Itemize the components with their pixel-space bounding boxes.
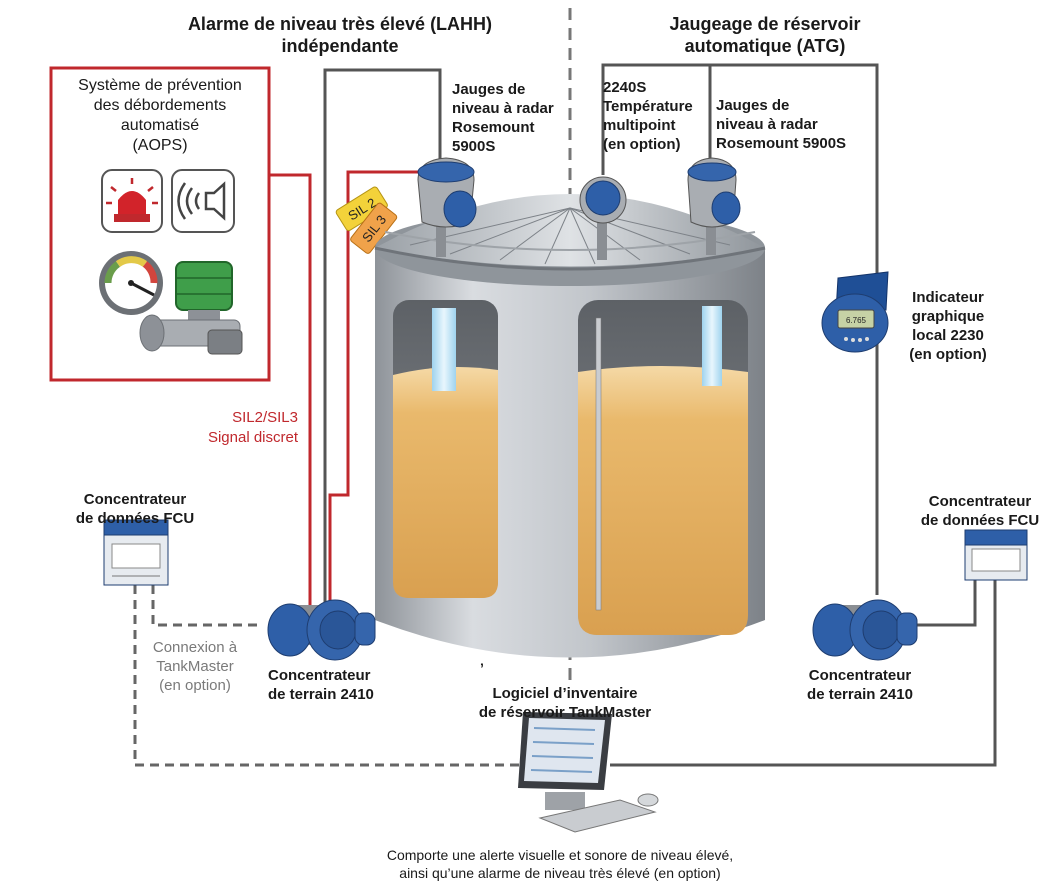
fcu-left-label: Concentrateur de données FCU	[75, 491, 195, 527]
local-display-2230: 6.765	[821, 271, 889, 353]
field-hub-right-label: Concentrateur de terrain 2410	[807, 667, 913, 703]
title-lahh: Alarme de niveau très élevé (LAHH) indép…	[187, 14, 493, 56]
radar-gauge-left	[417, 157, 477, 257]
sil-signal-label: SIL2/SIL3 Signal discret	[207, 409, 298, 446]
radar-beam-right	[702, 306, 722, 386]
temp-multipoint-label: 2240S Température multipoint (en option)	[603, 79, 693, 153]
fcu-right-label: Concentrateur de données FCU	[920, 493, 1040, 529]
tankmaster-dashed-link	[133, 585, 525, 767]
field-hub-right	[812, 599, 918, 661]
tankmaster-connection-label: Connexion à TankMaster (en option)	[152, 639, 238, 694]
gauge-right-label: Jauges de niveau à radar Rosemount 5900S	[716, 97, 847, 152]
fcu-right	[964, 529, 1028, 581]
pressure-gauge-icon	[99, 251, 163, 315]
field-hub-left-label: Concentrateur de terrain 2410	[268, 667, 374, 703]
radar-gauge-right	[687, 157, 741, 255]
alarm-light-icon	[101, 169, 163, 233]
radar-beam-left	[432, 308, 456, 391]
temperature-transmitter	[579, 176, 627, 260]
field-hub-left	[267, 599, 376, 661]
fcu-left	[103, 519, 169, 586]
control-valve-icon	[139, 261, 243, 355]
footer-caption: Comporte une alerte visuelle et sonore d…	[386, 847, 734, 881]
speaker-icon	[171, 169, 235, 233]
gauge-left-label: Jauges de niveau à radar Rosemount 5900S	[452, 81, 554, 155]
aops-title: Système de prévention des débordements a…	[78, 77, 242, 154]
stray-mark: ’	[480, 660, 484, 676]
sil3-tag	[350, 202, 398, 254]
display-reading: 6.765	[846, 316, 867, 325]
temperature-probe	[595, 317, 602, 611]
title-atg: Jaugeage de réservoir automatique (ATG)	[669, 14, 861, 56]
software-label: Logiciel d’inventaire de réservoir TankM…	[478, 685, 652, 721]
storage-tank	[374, 194, 766, 658]
tankmaster-workstation	[518, 712, 659, 833]
local-display-label: Indicateur graphique local 2230 (en opti…	[909, 289, 987, 363]
